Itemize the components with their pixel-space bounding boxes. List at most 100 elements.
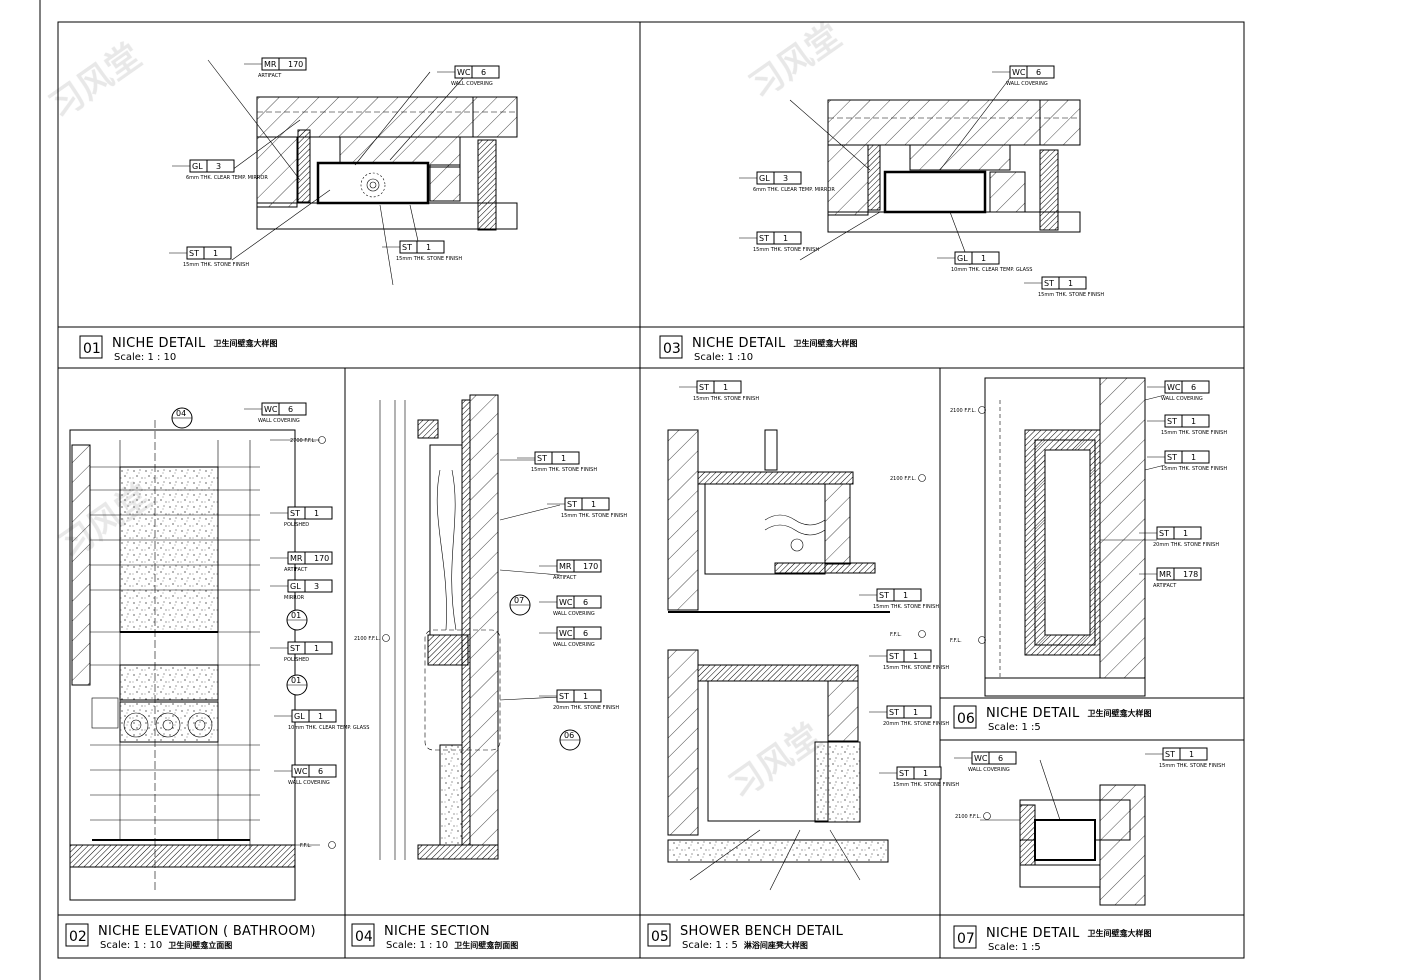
level-marker: 2100 F.F.L. [354, 634, 390, 642]
section-marker-01[interactable]: 01 [286, 609, 308, 631]
tag-caption: 15mm THK. STONE FINISH [1159, 763, 1225, 769]
tag-caption: WALL COVERING [553, 611, 595, 617]
tag-code: WC [294, 767, 308, 776]
level-datum-icon [983, 812, 991, 820]
tag-number: 1 [1183, 529, 1188, 538]
level-datum-icon [382, 634, 390, 642]
section-marker-06[interactable]: 06 [559, 729, 581, 751]
tag-code: ST [537, 454, 547, 463]
drawing-scale: Scale: 1 :5 [988, 722, 1041, 733]
marker-label: 04 [176, 409, 186, 418]
tag-caption: ARTIFACT [284, 567, 308, 573]
tag-number: 1 [1191, 453, 1196, 462]
drawing-title: NICHE DETAIL [692, 336, 786, 351]
drawing-scale: Scale: 1 : 10 [386, 940, 448, 951]
tag-caption: 10mm THK. CLEAR TEMP. GLASS [288, 725, 369, 731]
tag-code: ST [567, 500, 577, 509]
level-marker: 2100 F.F.L. [890, 474, 926, 482]
drawing-title: NICHE DETAIL [986, 926, 1080, 941]
tag-code: WC [559, 598, 573, 607]
tag-number: 3 [314, 582, 319, 591]
tag-caption: 20mm THK. STONE FINISH [553, 705, 619, 711]
tag-number: 1 [583, 692, 588, 701]
drawing-number-box [659, 335, 683, 359]
detail-07-drawing [980, 759, 1146, 906]
tag-number: 6 [288, 405, 293, 414]
tag-caption: 20mm THK. STONE FINISH [883, 721, 949, 727]
tag-code: GL [290, 582, 301, 591]
tag-caption: 6mm THK. CLEAR TEMP. MIRROR [753, 187, 835, 193]
drawing-number: 01 [83, 341, 101, 357]
marker-label: 07 [514, 596, 524, 605]
tag-code: WC [1012, 68, 1026, 77]
tag-caption: 15mm THK. STONE FINISH [893, 782, 959, 788]
tag-number: 1 [591, 500, 596, 509]
tag-caption: WALL COVERING [553, 642, 595, 648]
tag-number: 1 [913, 652, 918, 661]
tag-caption: 15mm THK. STONE FINISH [531, 467, 597, 473]
section-marker-04[interactable]: 04 [171, 407, 193, 429]
tag-caption: POLISHED [284, 522, 309, 528]
detail-03-drawing [789, 77, 1081, 266]
tag-caption: 20mm THK. STONE FINISH [1153, 542, 1219, 548]
level-marker: 2100 F.F.L. [950, 406, 986, 414]
level-datum-icon [318, 436, 326, 444]
tag-number: 6 [998, 754, 1003, 763]
tag-number: 1 [314, 509, 319, 518]
material-tag-st-1: ST 1 15mm THK. STONE FINISH [547, 497, 627, 519]
tag-number: 1 [783, 234, 788, 243]
tag-number: 178 [1183, 570, 1198, 579]
tag-code: ST [402, 243, 412, 252]
tag-number: 3 [783, 174, 788, 183]
level-label: 2100 F.F.L. [950, 408, 976, 414]
tag-caption: POLISHED [284, 657, 309, 663]
tag-number: 1 [923, 769, 928, 778]
drawing-subtitle-cn: 卫生间壁龛大样图 [213, 338, 277, 348]
drawing-scale: Scale: 1 :10 [694, 352, 753, 363]
level-marker: F.F.L. [950, 636, 986, 644]
tag-code: ST [889, 708, 899, 717]
level-datum-icon [328, 841, 336, 849]
level-label: F.F.L. [300, 843, 312, 849]
tag-code: GL [957, 254, 968, 263]
tag-caption: WALL COVERING [1006, 81, 1048, 87]
tag-caption: 15mm THK. STONE FINISH [873, 604, 939, 610]
tag-number: 6 [583, 629, 588, 638]
tag-code: MR [290, 554, 303, 563]
drawing-number-box [79, 335, 103, 359]
tag-code: ST [290, 509, 300, 518]
tag-code: GL [759, 174, 770, 183]
tag-caption: WALL COVERING [1161, 396, 1203, 402]
drawing-subtitle-cn: 卫生间壁龛剖面图 [454, 940, 518, 950]
tag-code: WC [457, 68, 471, 77]
level-marker: F.F.L. [300, 841, 336, 849]
section-marker-07[interactable]: 07 [509, 594, 531, 616]
level-label: F.F.L. [950, 638, 962, 644]
level-datum-icon [978, 636, 986, 644]
level-label: F.F.L. [890, 632, 902, 638]
tag-code: WC [264, 405, 278, 414]
section-marker-01[interactable]: 01 [286, 674, 308, 696]
tag-code: GL [192, 162, 203, 171]
tag-caption: 15mm THK. STONE FINISH [561, 513, 627, 519]
level-datum-icon [978, 406, 986, 414]
tag-code: ST [759, 234, 769, 243]
